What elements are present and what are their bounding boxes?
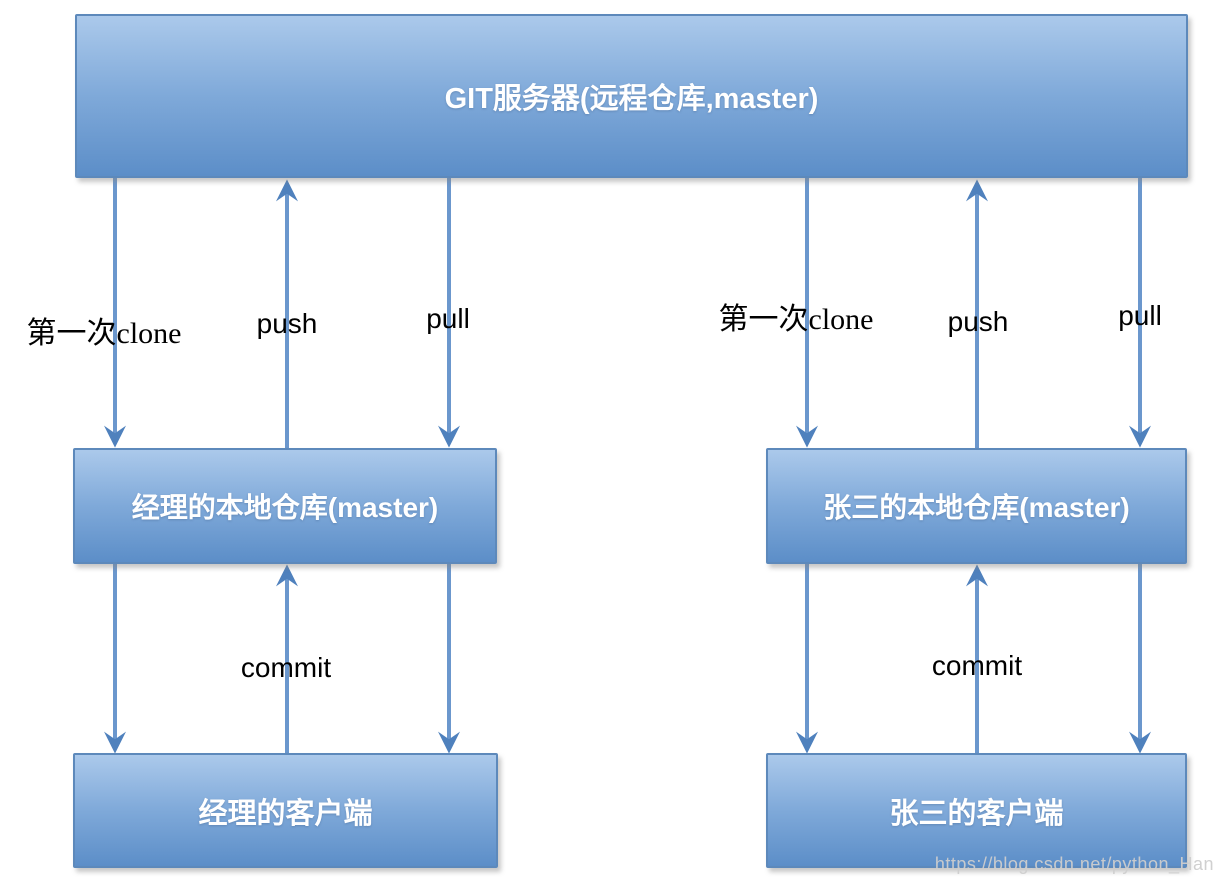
manager-local-repo-label: 经理的本地仓库(master): [131, 492, 439, 523]
edge-label-left-push: push: [256, 308, 318, 339]
edge-label-right-pull: pull: [1118, 300, 1162, 331]
edge-label-left-first-clone: 第一次clone: [26, 317, 182, 350]
node-zhangsan-client: 张三的客户端: [766, 753, 1187, 868]
edge-label-right-first-clone: 第一次clone: [718, 303, 874, 336]
node-manager-local-repo: 经理的本地仓库(master): [73, 448, 497, 564]
node-git-server: GIT服务器(远程仓库,master): [75, 14, 1188, 178]
edge-label-left-commit: commit: [240, 652, 332, 683]
node-zhangsan-local-repo: 张三的本地仓库(master): [766, 448, 1187, 564]
edge-label-left-pull: pull: [426, 303, 470, 334]
node-manager-client: 经理的客户端: [73, 753, 498, 868]
git-server-label: GIT服务器(远程仓库,master): [444, 83, 819, 115]
edge-label-right-push: push: [947, 306, 1009, 337]
zhangsan-client-label: 张三的客户端: [889, 797, 1064, 830]
zhangsan-local-repo-label: 张三的本地仓库(master): [823, 492, 1130, 523]
edge-label-right-commit: commit: [931, 650, 1023, 681]
manager-client-label: 经理的客户端: [198, 797, 373, 830]
csdn-watermark: https://blog.csdn.net/python_Han: [934, 854, 1214, 874]
